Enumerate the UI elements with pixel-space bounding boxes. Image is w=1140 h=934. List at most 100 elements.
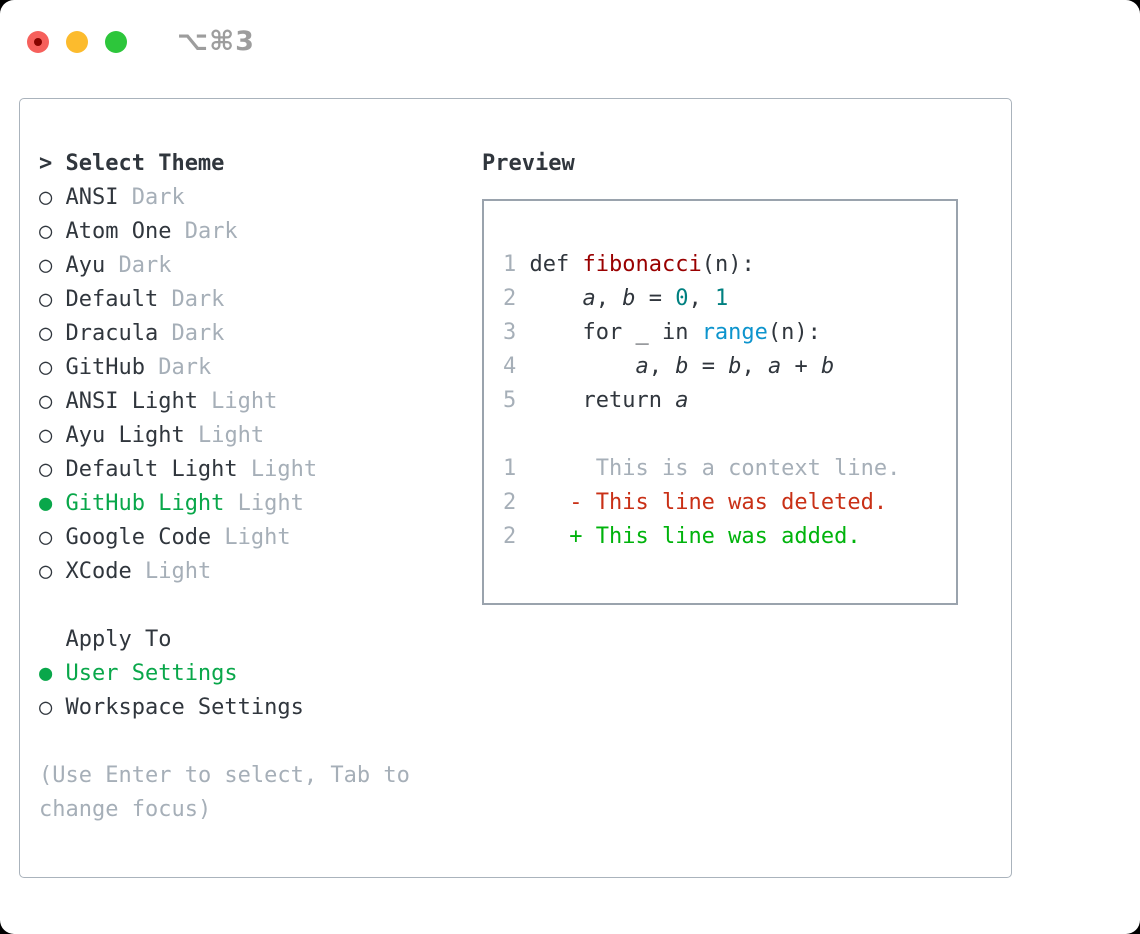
apply-to-header: Apply To bbox=[39, 623, 482, 657]
zoom-button[interactable] bbox=[105, 30, 127, 53]
code-segment: = bbox=[688, 354, 729, 379]
theme-option-ansi[interactable]: ○ ANSI Dark bbox=[39, 181, 482, 215]
code-segment: (n): bbox=[701, 252, 755, 277]
theme-list-column: >Select Theme ○ANSI Dark○Atom One Dark○A… bbox=[20, 147, 482, 877]
theme-option-atom-one[interactable]: ○ Atom One Dark bbox=[39, 215, 482, 249]
theme-name: GitHub bbox=[65, 355, 145, 380]
select-theme-header-label: Select Theme bbox=[65, 151, 225, 176]
code-segment bbox=[516, 524, 569, 549]
theme-option-ayu[interactable]: ○ Ayu Dark bbox=[39, 249, 482, 283]
apply-option-label: Workspace Settings bbox=[65, 695, 304, 720]
apply-to-label: Apply To bbox=[65, 627, 172, 652]
preview-line bbox=[503, 418, 956, 452]
theme-name: GitHub Light bbox=[65, 491, 225, 516]
titlebar: ⌥⌘3 bbox=[27, 26, 255, 57]
theme-option-ansi-light[interactable]: ○ANSI Light Light bbox=[39, 385, 482, 419]
code-segment: This is a context line. bbox=[516, 456, 901, 481]
preview-line: 2 - This line was deleted. bbox=[503, 486, 956, 520]
radio-icon: ● bbox=[39, 491, 53, 516]
theme-list: ○ANSI Dark○Atom One Dark○Ayu Dark○Defaul… bbox=[39, 181, 482, 589]
code-segment: + This line was added. bbox=[569, 524, 861, 549]
theme-picker-panel: >Select Theme ○ANSI Dark○Atom One Dark○A… bbox=[19, 98, 1012, 878]
code-segment: a bbox=[767, 354, 782, 379]
radio-icon: ○ bbox=[39, 423, 53, 448]
apply-option-workspace-settings[interactable]: ○Workspace Settings bbox=[39, 691, 482, 725]
apply-to-list: ●User Settings○Workspace Settings bbox=[39, 657, 482, 725]
theme-option-ayu-light[interactable]: ○ Ayu Light Light bbox=[39, 419, 482, 453]
code-segment bbox=[516, 354, 635, 379]
radio-icon: ○ bbox=[39, 457, 53, 482]
theme-name: Atom One bbox=[65, 219, 172, 244]
theme-option-xcode[interactable]: ○ XCode Light bbox=[39, 555, 482, 589]
theme-name: Dracula bbox=[65, 321, 159, 346]
radio-icon: ○ bbox=[39, 219, 53, 244]
preview-line: 1 This is a context line. bbox=[503, 452, 956, 486]
theme-option-default-light[interactable]: ○ Default Light Light bbox=[39, 453, 482, 487]
theme-name: Ayu Light bbox=[65, 423, 185, 448]
code-segment: 1 bbox=[714, 286, 729, 311]
theme-name: Ayu bbox=[65, 253, 106, 278]
code-segment: b bbox=[622, 286, 636, 311]
code-segment: def bbox=[516, 252, 583, 277]
code-segment: (n): bbox=[767, 320, 821, 345]
theme-name: ANSI Light bbox=[65, 389, 198, 414]
theme-variant: Dark bbox=[158, 321, 225, 346]
unsaved-dot-icon bbox=[34, 37, 42, 46]
code-segment bbox=[516, 490, 569, 515]
line-number: 3 bbox=[503, 320, 517, 345]
code-segment: b bbox=[728, 354, 742, 379]
code-segment: = bbox=[635, 286, 676, 311]
theme-option-dracula[interactable]: ○Dracula Dark bbox=[39, 317, 482, 351]
theme-variant: Light bbox=[131, 559, 212, 584]
theme-name: XCode bbox=[65, 559, 132, 584]
preview-line: 5 return a bbox=[503, 384, 956, 418]
code-segment: + bbox=[781, 354, 821, 379]
preview-line: 3 for _ in range(n): bbox=[503, 316, 956, 350]
preview-line: 2 a, b = 0, 1 bbox=[503, 282, 956, 316]
code-segment: a bbox=[675, 388, 689, 413]
theme-name: Default bbox=[65, 287, 159, 312]
preview-line: 2 + This line was added. bbox=[503, 520, 956, 554]
theme-variant: Dark bbox=[118, 185, 185, 210]
code-segment bbox=[516, 286, 582, 311]
minimize-button[interactable] bbox=[66, 30, 88, 53]
theme-variant: Light bbox=[237, 457, 318, 482]
theme-option-google-code[interactable]: ○Google Code Light bbox=[39, 521, 482, 555]
code-segment: 0 bbox=[675, 286, 689, 311]
spacer bbox=[39, 589, 482, 623]
radio-icon: ○ bbox=[39, 185, 53, 210]
code-segment: b bbox=[820, 354, 835, 379]
code-segment: , bbox=[741, 354, 768, 379]
theme-name: Google Code bbox=[65, 525, 212, 550]
theme-name: ANSI bbox=[65, 185, 119, 210]
line-number: 5 bbox=[503, 388, 517, 413]
help-text-line: (Use Enter to select, Tab to bbox=[39, 763, 410, 788]
line-number: 2 bbox=[503, 286, 517, 311]
theme-variant: Light bbox=[184, 423, 265, 448]
theme-variant: Dark bbox=[171, 219, 238, 244]
code-segment: return bbox=[516, 388, 676, 413]
help-text: (Use Enter to select, Tab to change focus… bbox=[39, 759, 482, 827]
code-segment: - This line was deleted. bbox=[569, 490, 888, 515]
apply-option-user-settings[interactable]: ●User Settings bbox=[39, 657, 482, 691]
radio-icon: ○ bbox=[39, 253, 53, 278]
code-segment: , bbox=[688, 286, 715, 311]
help-text-line: change focus) bbox=[39, 797, 212, 822]
code-segment: for _ in bbox=[516, 320, 702, 345]
theme-variant: Dark bbox=[105, 253, 172, 278]
code-segment: fibonacci bbox=[582, 252, 702, 277]
theme-option-github[interactable]: ○GitHub Dark bbox=[39, 351, 482, 385]
line-number: 2 bbox=[503, 524, 517, 549]
theme-name: Default Light bbox=[65, 457, 238, 482]
focus-caret-icon: > bbox=[39, 151, 53, 176]
code-segment: a bbox=[635, 354, 649, 379]
theme-option-default[interactable]: ○Default Dark bbox=[39, 283, 482, 317]
code-segment: b bbox=[675, 354, 689, 379]
radio-icon: ○ bbox=[39, 559, 53, 584]
close-button[interactable] bbox=[27, 30, 49, 53]
radio-icon: ○ bbox=[39, 525, 53, 550]
theme-option-github-light[interactable]: ●GitHub Light Light bbox=[39, 487, 482, 521]
theme-variant: Light bbox=[197, 389, 278, 414]
